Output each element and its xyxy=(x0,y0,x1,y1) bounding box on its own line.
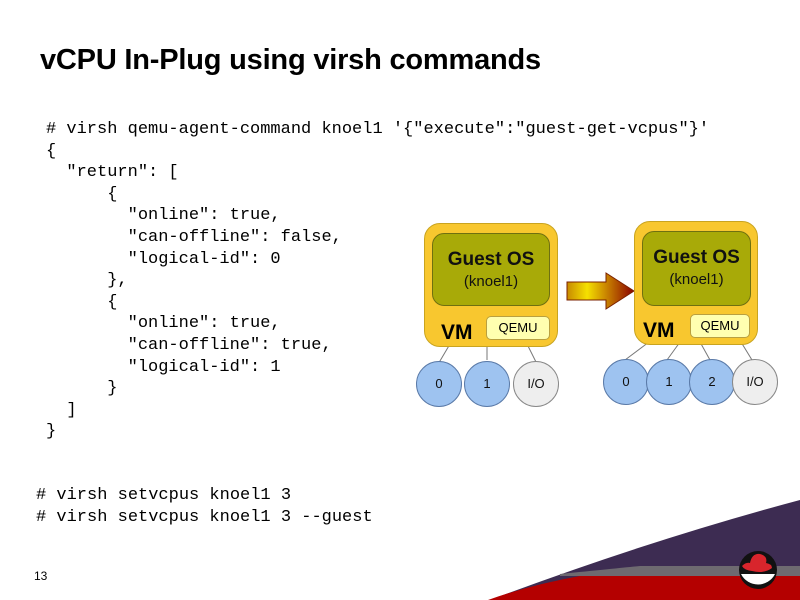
vm-after: Guest OS (knoel1) VM QEMU xyxy=(634,221,758,345)
guest-os-name: (knoel1) xyxy=(669,271,724,288)
guest-os-name: (knoel1) xyxy=(463,273,519,290)
connector-line xyxy=(624,341,650,361)
connector-line xyxy=(699,341,711,361)
guest-os-title: Guest OS xyxy=(653,247,740,268)
slide-title: vCPU In-Plug using virsh commands xyxy=(40,44,541,76)
qemu-label: QEMU xyxy=(690,314,750,338)
vcpu-node-1: 1 xyxy=(464,361,510,407)
guest-os-title: Guest OS xyxy=(447,249,535,270)
vm-label: VM xyxy=(441,321,473,344)
connector-line xyxy=(526,343,537,363)
code-line: }, xyxy=(107,271,128,291)
connector-line xyxy=(666,341,681,361)
vm-before: Guest OS (knoel1) VM QEMU xyxy=(424,223,558,347)
vcpu-node-0: 0 xyxy=(416,361,462,407)
right-arrow-icon xyxy=(566,272,635,310)
code-line: "return": [ xyxy=(66,163,179,183)
guest-os-box: Guest OS (knoel1) xyxy=(432,233,550,306)
guest-get-vcpus-output: # virsh qemu-agent-command knoel1 '{"exe… xyxy=(46,119,709,443)
code-line: "can-offline": false, xyxy=(127,227,342,247)
vcpu-node-1: 1 xyxy=(646,359,692,405)
code-line: } xyxy=(107,379,118,399)
code-line: } xyxy=(46,422,57,442)
footer-red-band xyxy=(488,576,800,600)
code-line: { xyxy=(107,184,118,204)
redhat-logo xyxy=(739,551,777,589)
setvcpus-commands: # virsh setvcpus knoel1 3 # virsh setvcp… xyxy=(36,485,373,528)
io-node: I/O xyxy=(513,361,559,407)
page-number: 13 xyxy=(34,569,48,583)
io-node: I/O xyxy=(732,359,778,405)
vcpu-node-0: 0 xyxy=(603,359,649,405)
code-line: # virsh setvcpus knoel1 3 --guest xyxy=(36,507,373,527)
guest-os-box: Guest OS (knoel1) xyxy=(642,231,751,306)
code-line: # virsh qemu-agent-command knoel1 '{"exe… xyxy=(46,120,710,139)
code-line: "logical-id": 1 xyxy=(127,357,281,377)
code-line: # virsh setvcpus knoel1 3 xyxy=(36,486,292,505)
code-line: { xyxy=(107,292,118,312)
code-line: "online": true, xyxy=(127,206,281,226)
code-line: "logical-id": 0 xyxy=(127,249,281,269)
qemu-label: QEMU xyxy=(486,316,550,340)
code-line: "can-offline": true, xyxy=(127,335,332,355)
code-line: "online": true, xyxy=(127,314,281,334)
vcpu-node-2: 2 xyxy=(689,359,735,405)
vm-label: VM xyxy=(643,319,675,342)
connector-line xyxy=(740,341,753,361)
code-line: { xyxy=(46,141,57,161)
code-line: ] xyxy=(66,400,77,420)
